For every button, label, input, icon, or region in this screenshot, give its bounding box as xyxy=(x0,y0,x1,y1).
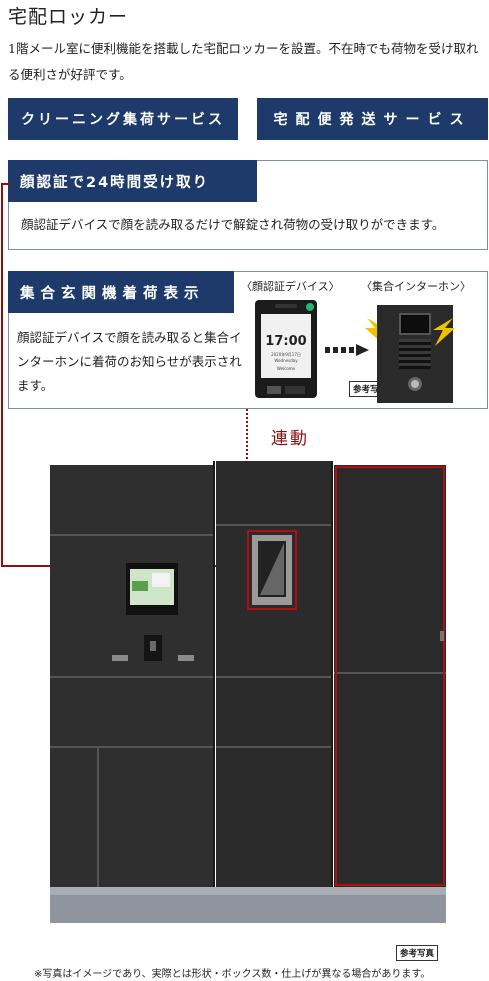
device-status-light xyxy=(306,303,314,311)
device-time: 17:00 xyxy=(265,334,307,349)
face-auth-device-image: 17:00 2020年9月17日 Wednesday Welcome xyxy=(255,300,317,398)
device-button-2 xyxy=(285,386,305,394)
arrow-right-icon xyxy=(325,344,369,356)
intercom-label: 〈集合インターホン〉 xyxy=(361,280,471,293)
face-auth-panel: 顔認証で24時間受け取り 顔認証デバイスで顔を読み取るだけで解錠され荷物の受け取… xyxy=(8,160,488,250)
intercom-panel: 集合玄関機着荷表示 顔認証デバイスで顔を読み取ると集合インターホンに着荷のお知ら… xyxy=(8,271,488,409)
connector-line xyxy=(1,183,10,185)
face-auth-description: 顔認証デバイスで顔を読み取るだけで解錠され荷物の受け取りができます。 xyxy=(21,217,445,232)
intro-text: 1階メール室に便利機能を搭載した宅配ロッカーを設置。不在時でも荷物を受け取れる便… xyxy=(8,41,479,82)
intercom-unit-image xyxy=(377,305,453,403)
reference-photo-badge-bottom: 参考写真 xyxy=(396,945,439,961)
device-camera xyxy=(275,304,297,308)
delivery-locker-image xyxy=(50,461,446,923)
intercom-tab: 集合玄関機着荷表示 xyxy=(8,271,234,313)
lightning-icon xyxy=(433,318,455,346)
cleaning-service-banner: クリーニング集荷サービス xyxy=(8,98,238,140)
footnote: ※写真はイメージであり、実際とは形状・ボックス数・仕上げが異なる場合があります。 xyxy=(34,969,431,980)
delivery-service-banner: 宅配便発送サービス xyxy=(257,98,488,140)
connector-line xyxy=(1,183,3,565)
face-device-label: 〈顔認証デバイス〉 xyxy=(241,280,340,293)
page-title: 宅配ロッカー xyxy=(8,6,129,28)
intercom-lens xyxy=(408,377,422,391)
link-dotted-line xyxy=(246,409,248,463)
device-screen: 17:00 2020年9月17日 Wednesday Welcome xyxy=(261,314,311,378)
device-date: 2020年9月17日 Wednesday xyxy=(271,352,301,363)
intercom-description: 顔認証デバイスで顔を読み取ると集合インターホンに着荷のお知らせが表示されます。 xyxy=(17,330,242,393)
link-label: 連動 xyxy=(271,429,309,449)
intercom-camera xyxy=(399,313,431,335)
face-auth-tab: 顔認証で24時間受け取り xyxy=(8,160,257,202)
device-welcome: Welcome xyxy=(276,366,296,371)
intercom-keypad xyxy=(399,339,431,369)
device-button xyxy=(267,386,281,394)
